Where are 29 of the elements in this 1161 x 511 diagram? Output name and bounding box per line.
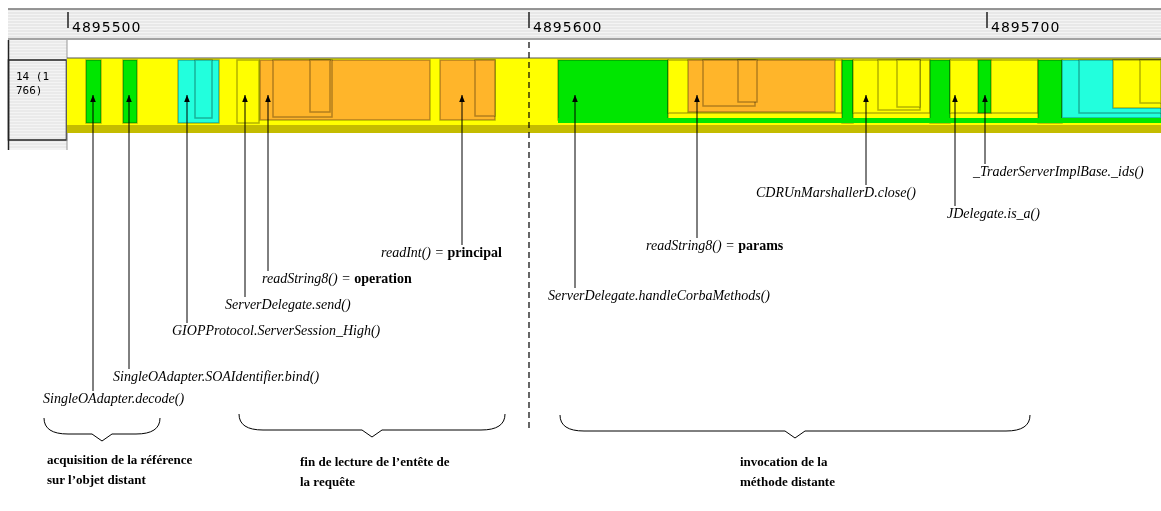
method-call-label: JDelegate.is_a() [947,205,1040,222]
leader-line [184,94,190,324]
axis-tick-label: 4895500 [72,19,142,35]
phase-label: fin de lecture de l’entête de la requête [300,453,450,491]
leader-line [952,94,958,207]
method-call-label: CDRUnMarshallerD.close() [756,184,916,201]
leader-line [126,94,132,370]
leader-line [863,94,869,186]
method-call-label: ServerDelegate.send() [225,296,351,313]
method-call-label: readString8() = params [646,237,784,254]
method-call-label: GIOPProtocol.ServerSession_High() [172,322,381,339]
axis-tick-label: 4895600 [533,19,603,35]
leader-line [694,94,700,239]
method-call-label: ServerDelegate.handleCorbaMethods() [548,287,770,304]
method-call-label: SingleOAdapter.decode() [43,390,185,407]
method-call-label: SingleOAdapter.SOAIdentifier.bind() [113,368,320,385]
row-label: 14 (1766) [16,70,51,98]
leader-line [265,94,271,272]
leader-line [572,94,578,289]
axis-tick-label: 4895700 [991,19,1061,35]
phase-label: acquisition de la référence sur l’objet distant [47,451,194,489]
leader-line [982,94,988,165]
leader-line [90,94,96,392]
method-call-label: _TraderServerImplBase._ids() [973,163,1144,180]
phase-label: invocation de la méthode distante [740,453,836,491]
method-call-label: readString8() = operation [262,270,412,287]
leader-line [459,94,465,246]
method-call-label: readInt() = principal [381,244,502,261]
leader-line [242,94,248,298]
